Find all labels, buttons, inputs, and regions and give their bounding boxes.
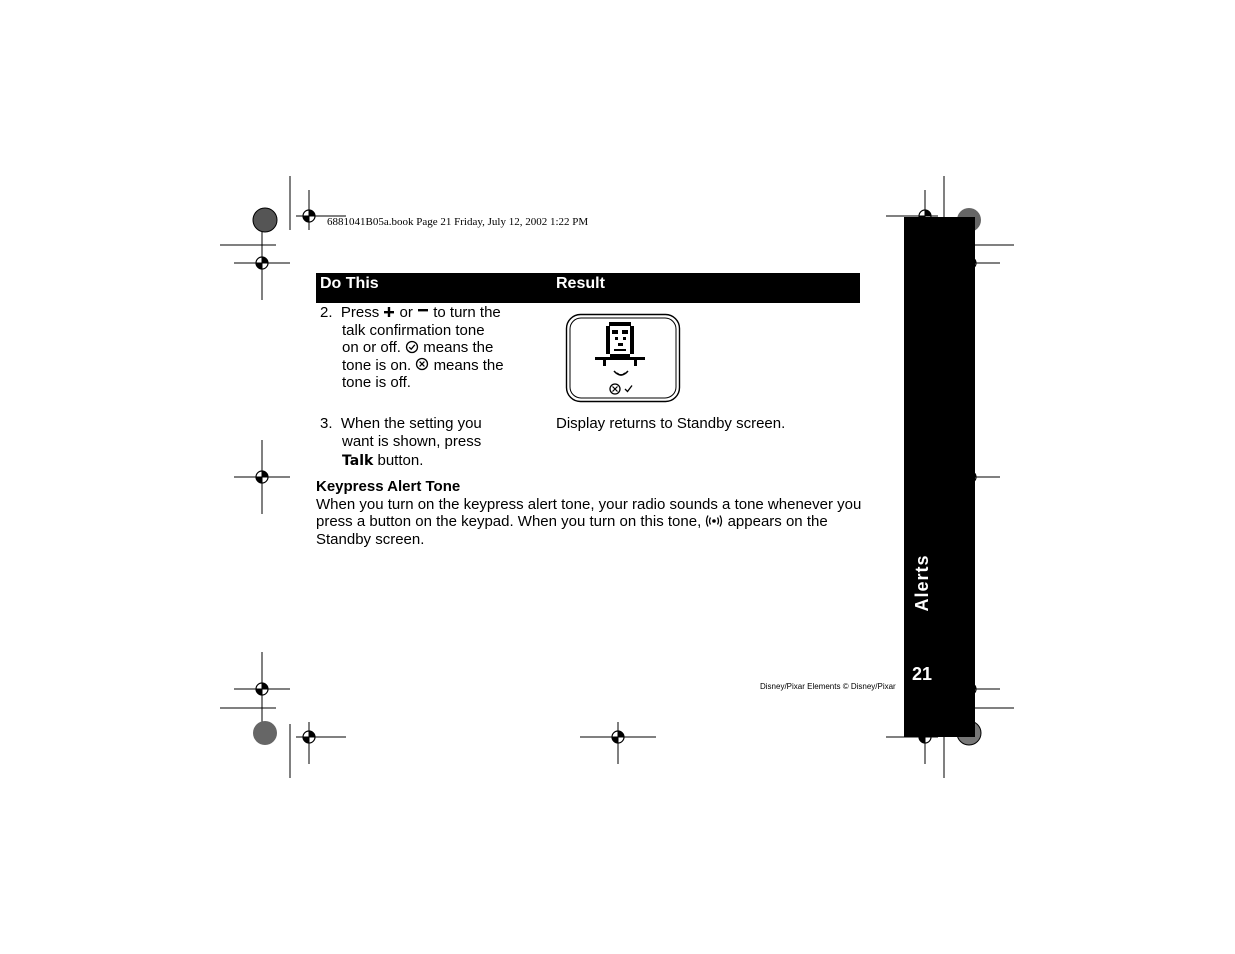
print-header: 6881041B05a.book Page 21 Friday, July 12… <box>327 216 589 228</box>
section-tab-label: Alerts <box>911 554 932 612</box>
step-text: tone is on. <box>342 356 412 374</box>
step-number: 3. <box>320 415 333 432</box>
table-header: Do This Result <box>316 273 860 303</box>
footer-credit: Disney/Pixar Elements © Disney/Pixar <box>760 682 896 691</box>
radio-display-illustration <box>565 313 681 403</box>
step-3: 3. When the setting you want is shown, p… <box>320 415 482 471</box>
step-text: on or off. <box>342 339 401 356</box>
keypress-section: Keypress Alert Tone When you turn on the… <box>316 478 896 548</box>
step-text: tone is off. <box>342 374 411 392</box>
section-title: Keypress Alert Tone <box>316 478 461 495</box>
section-tab <box>904 217 975 737</box>
step-text: Press <box>340 304 380 321</box>
section-paragraph-line: When you turn on the keypress alert tone… <box>316 495 862 513</box>
step-2: 2. Press or to turn the talk confirmatio… <box>320 304 504 392</box>
step-text: When the setting you <box>340 415 482 432</box>
step-text: talk confirmation tone <box>342 321 485 339</box>
step-text: to turn the <box>433 304 501 321</box>
step-text: or <box>399 304 413 321</box>
tone-on-icon <box>405 340 419 357</box>
tone-off-icon <box>415 357 429 374</box>
step-text: means the <box>423 339 494 356</box>
talk-button-label: Talk <box>342 453 374 469</box>
step-text: want is shown, press <box>342 432 482 450</box>
step-text: means the <box>433 356 504 374</box>
minus-icon <box>417 306 429 321</box>
step-number: 2. <box>320 304 333 321</box>
section-paragraph-line: press a button on the keypad. When you t… <box>316 513 702 530</box>
col-header-do-this: Do This <box>320 275 379 292</box>
keypress-tone-icon <box>705 514 723 531</box>
step-text: button. <box>377 452 424 469</box>
plus-icon <box>383 306 395 321</box>
section-paragraph-line: Standby screen. <box>316 530 425 548</box>
section-paragraph-line: appears on the <box>727 513 828 530</box>
step-3-result: Display returns to Standby screen. <box>556 415 786 432</box>
page-number: 21 <box>912 664 933 684</box>
col-header-result: Result <box>556 275 605 292</box>
